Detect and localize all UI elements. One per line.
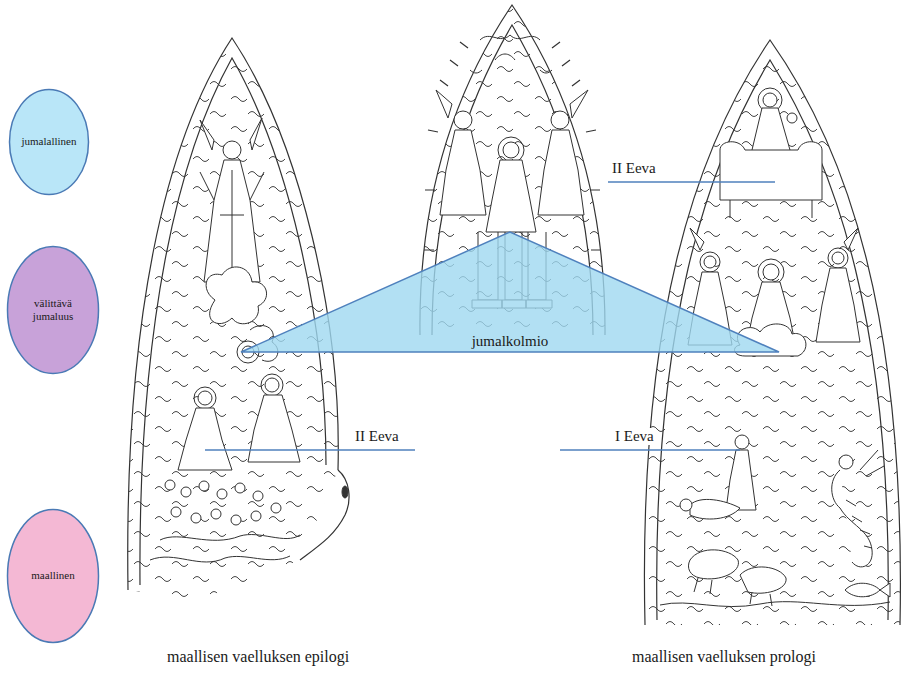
arch-outlines xyxy=(128,5,901,625)
text-holder: maallinen xyxy=(18,569,88,582)
arch-wave-ground xyxy=(120,0,910,630)
text-holder: välittävä jumaluus xyxy=(18,297,88,323)
level-ellipse: välittävä jumaluus xyxy=(6,245,100,375)
level-label: jumalallinen xyxy=(19,135,80,148)
level-label: välittävä jumaluus xyxy=(18,297,88,323)
level-ellipse: maallinen xyxy=(6,508,100,644)
panel-caption: maallisen vaelluksen prologi xyxy=(630,648,818,666)
level-label: maallinen xyxy=(18,569,88,582)
figure-label: II Eeva xyxy=(610,160,658,177)
divine-triangle: jumalkolmio xyxy=(240,230,780,354)
figure-label: I Eeva xyxy=(613,428,656,445)
ellipse-fill xyxy=(8,247,99,374)
ellipse-fill xyxy=(10,90,89,195)
triangle-fill xyxy=(241,232,779,352)
figure-label: II Eeva xyxy=(353,428,401,445)
triangle-label: jumalkolmio xyxy=(472,333,549,350)
text-holder: jumalallinen xyxy=(19,135,80,148)
panel-caption: maallisen vaelluksen epilogi xyxy=(165,648,351,666)
ellipse-fill xyxy=(8,510,99,643)
text-holder: jumalkolmio xyxy=(240,333,780,350)
level-ellipse: jumalallinen xyxy=(8,88,90,196)
